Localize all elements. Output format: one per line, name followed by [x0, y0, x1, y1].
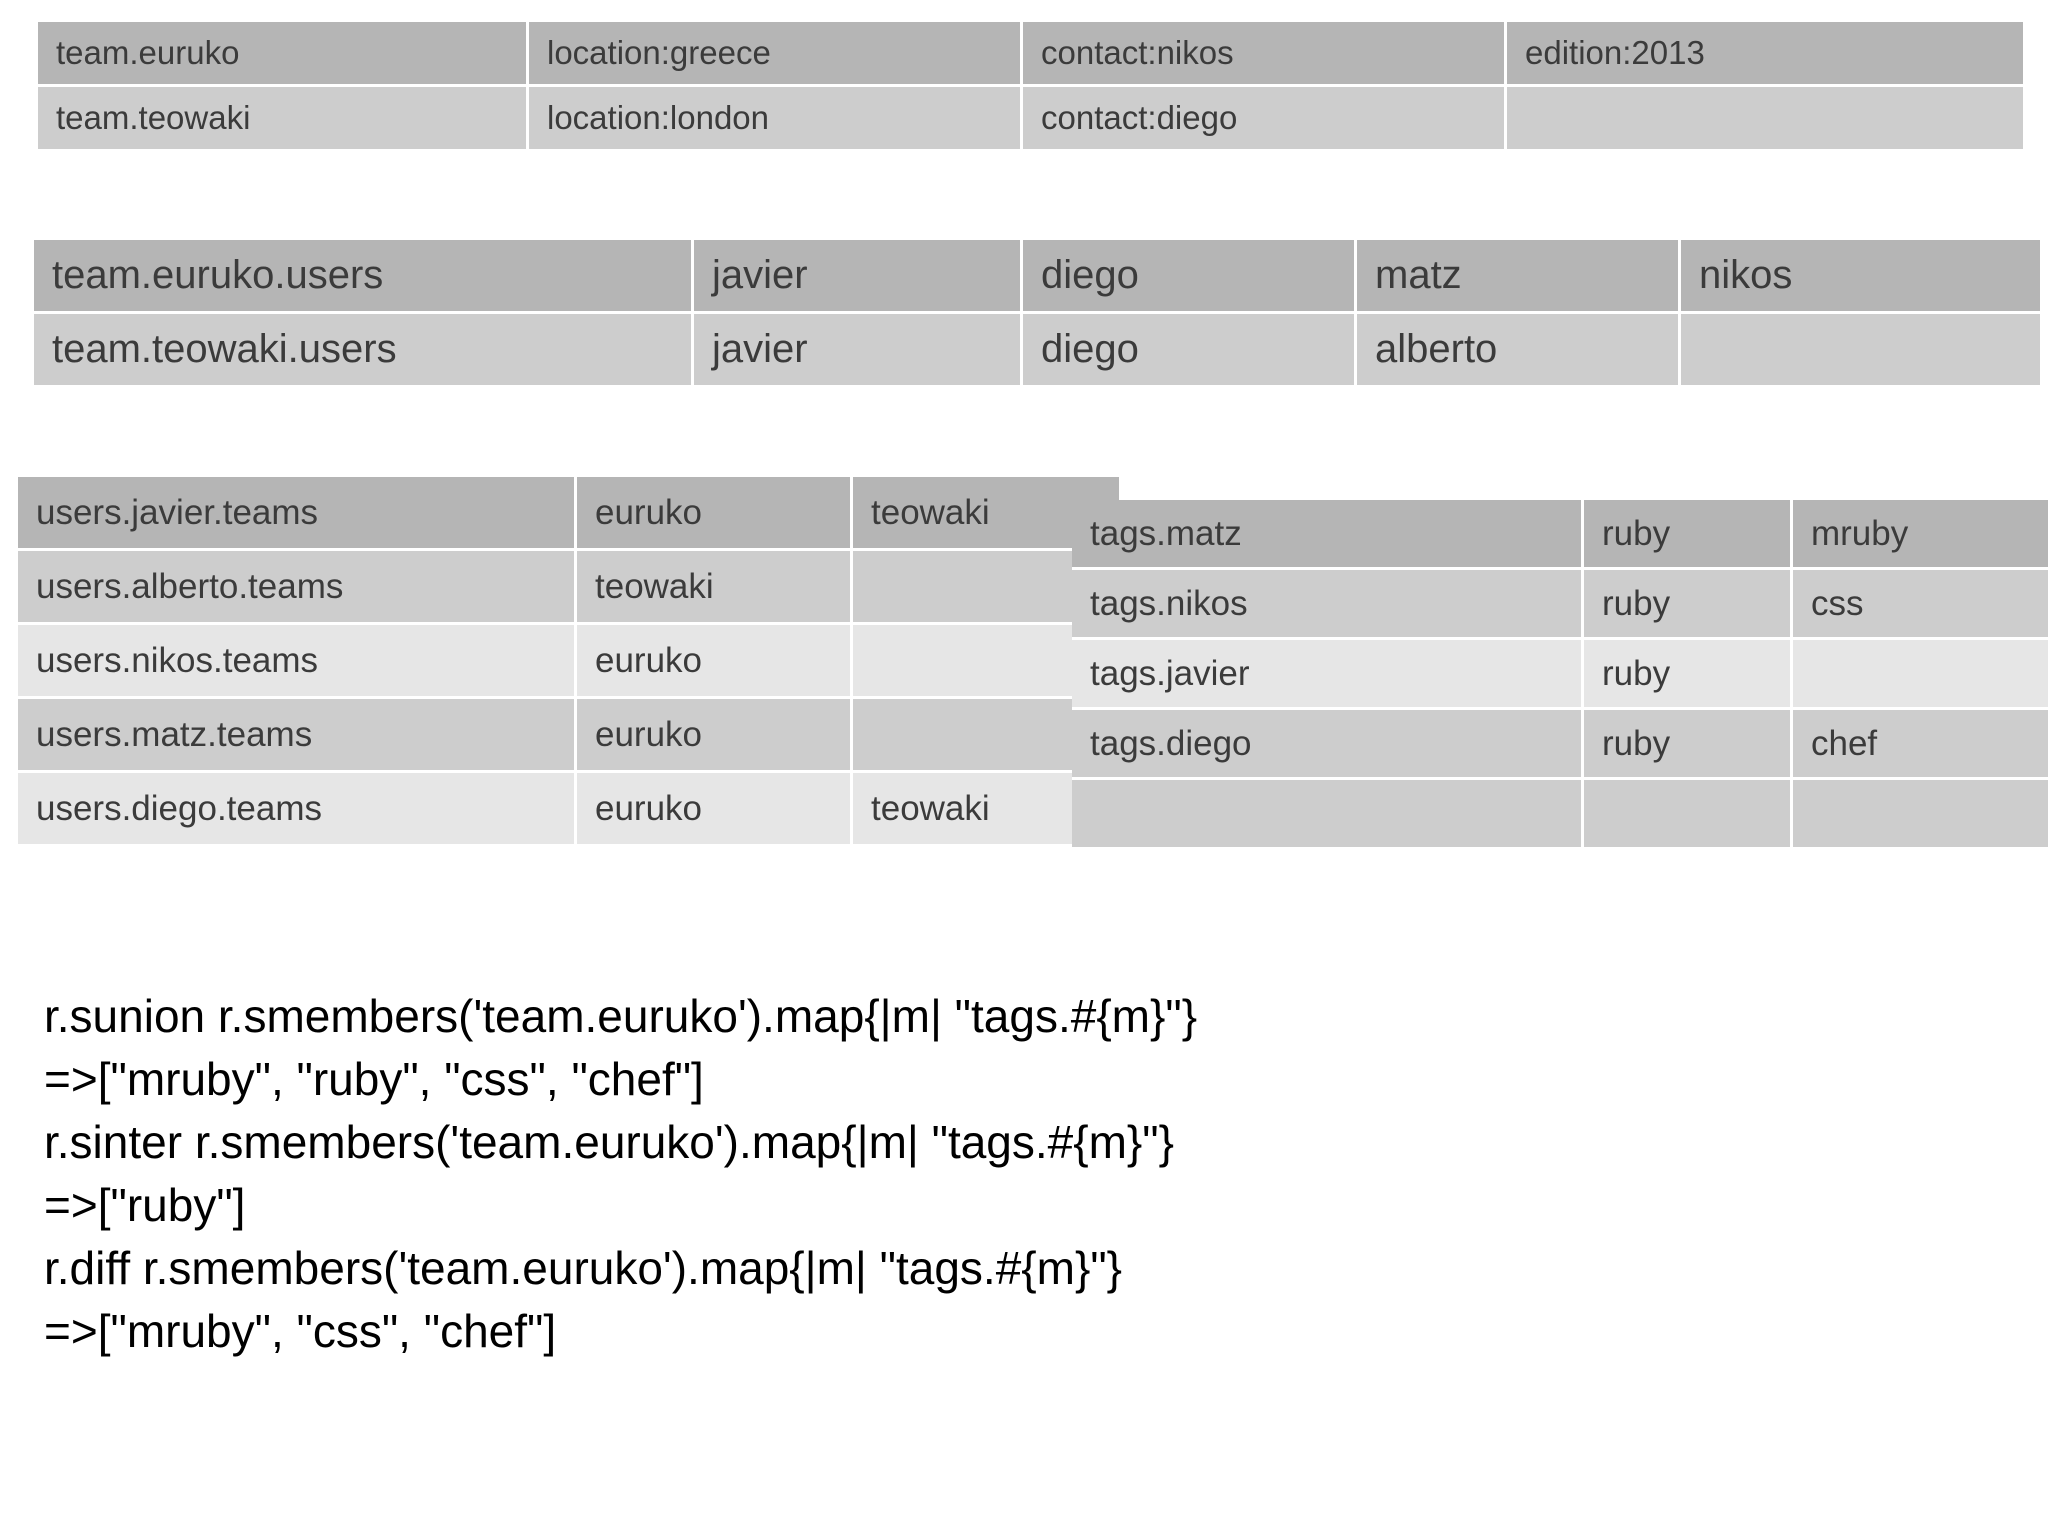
row-value-cell: ruby: [1582, 638, 1793, 710]
redis-command-output: r.sunion r.smembers('team.euruko').map{|…: [44, 985, 1944, 1363]
row-value-cell: euruko: [575, 771, 853, 844]
row-value-cell: euruko: [575, 623, 853, 699]
row-key-cell: users.javier.teams: [18, 477, 577, 551]
row-key-cell: users.matz.teams: [18, 697, 577, 773]
table-row: [1072, 778, 2048, 847]
row-value-cell: location:london: [527, 85, 1023, 149]
row-value-cell: [1791, 638, 2048, 710]
row-value-cell: mruby: [1791, 500, 2048, 570]
row-value-cell: teowaki: [575, 549, 853, 625]
row-value-cell: javier: [692, 240, 1023, 314]
code-line: r.sinter r.smembers('team.euruko').map{|…: [44, 1116, 1174, 1169]
row-value-cell: [1505, 85, 2023, 149]
row-key-cell: tags.matz: [1072, 500, 1584, 570]
code-line: r.sunion r.smembers('team.euruko').map{|…: [44, 990, 1198, 1042]
row-value-cell: [1582, 778, 1793, 847]
row-key-cell: users.nikos.teams: [18, 623, 577, 699]
row-key-cell: tags.javier: [1072, 638, 1584, 710]
row-key-cell: team.euruko: [38, 22, 529, 87]
code-line: r.diff r.smembers('team.euruko').map{|m|…: [44, 1242, 1123, 1295]
row-value-cell: css: [1791, 568, 2048, 640]
row-value-cell: chef: [1791, 708, 2048, 780]
row-key-cell: users.alberto.teams: [18, 549, 577, 625]
code-line: =>["mruby", "ruby", "css", "chef"]: [44, 1053, 704, 1106]
row-key-cell: [1072, 778, 1584, 847]
row-value-cell: ruby: [1582, 568, 1793, 640]
code-line: =>["mruby", "css", "chef"]: [44, 1305, 557, 1358]
row-value-cell: alberto: [1355, 312, 1681, 385]
code-line: =>["ruby"]: [44, 1179, 246, 1232]
row-value-cell: [1791, 778, 2048, 847]
row-key-cell: team.teowaki: [38, 85, 529, 149]
row-value-cell: nikos: [1679, 240, 2040, 314]
row-key-cell: tags.diego: [1072, 708, 1584, 780]
row-value-cell: location:greece: [527, 22, 1023, 87]
row-value-cell: euruko: [575, 477, 853, 551]
row-key-cell: tags.nikos: [1072, 568, 1584, 640]
row-value-cell: ruby: [1582, 708, 1793, 780]
row-value-cell: contact:diego: [1021, 85, 1507, 149]
row-key-cell: team.teowaki.users: [34, 312, 694, 385]
row-value-cell: diego: [1021, 312, 1357, 385]
row-value-cell: matz: [1355, 240, 1681, 314]
row-value-cell: contact:nikos: [1021, 22, 1507, 87]
row-key-cell: team.euruko.users: [34, 240, 694, 314]
row-value-cell: javier: [692, 312, 1023, 385]
row-value-cell: euruko: [575, 697, 853, 773]
row-value-cell: diego: [1021, 240, 1357, 314]
row-key-cell: users.diego.teams: [18, 771, 577, 844]
row-value-cell: ruby: [1582, 500, 1793, 570]
row-value-cell: [1679, 312, 2040, 385]
row-value-cell: edition:2013: [1505, 22, 2023, 87]
